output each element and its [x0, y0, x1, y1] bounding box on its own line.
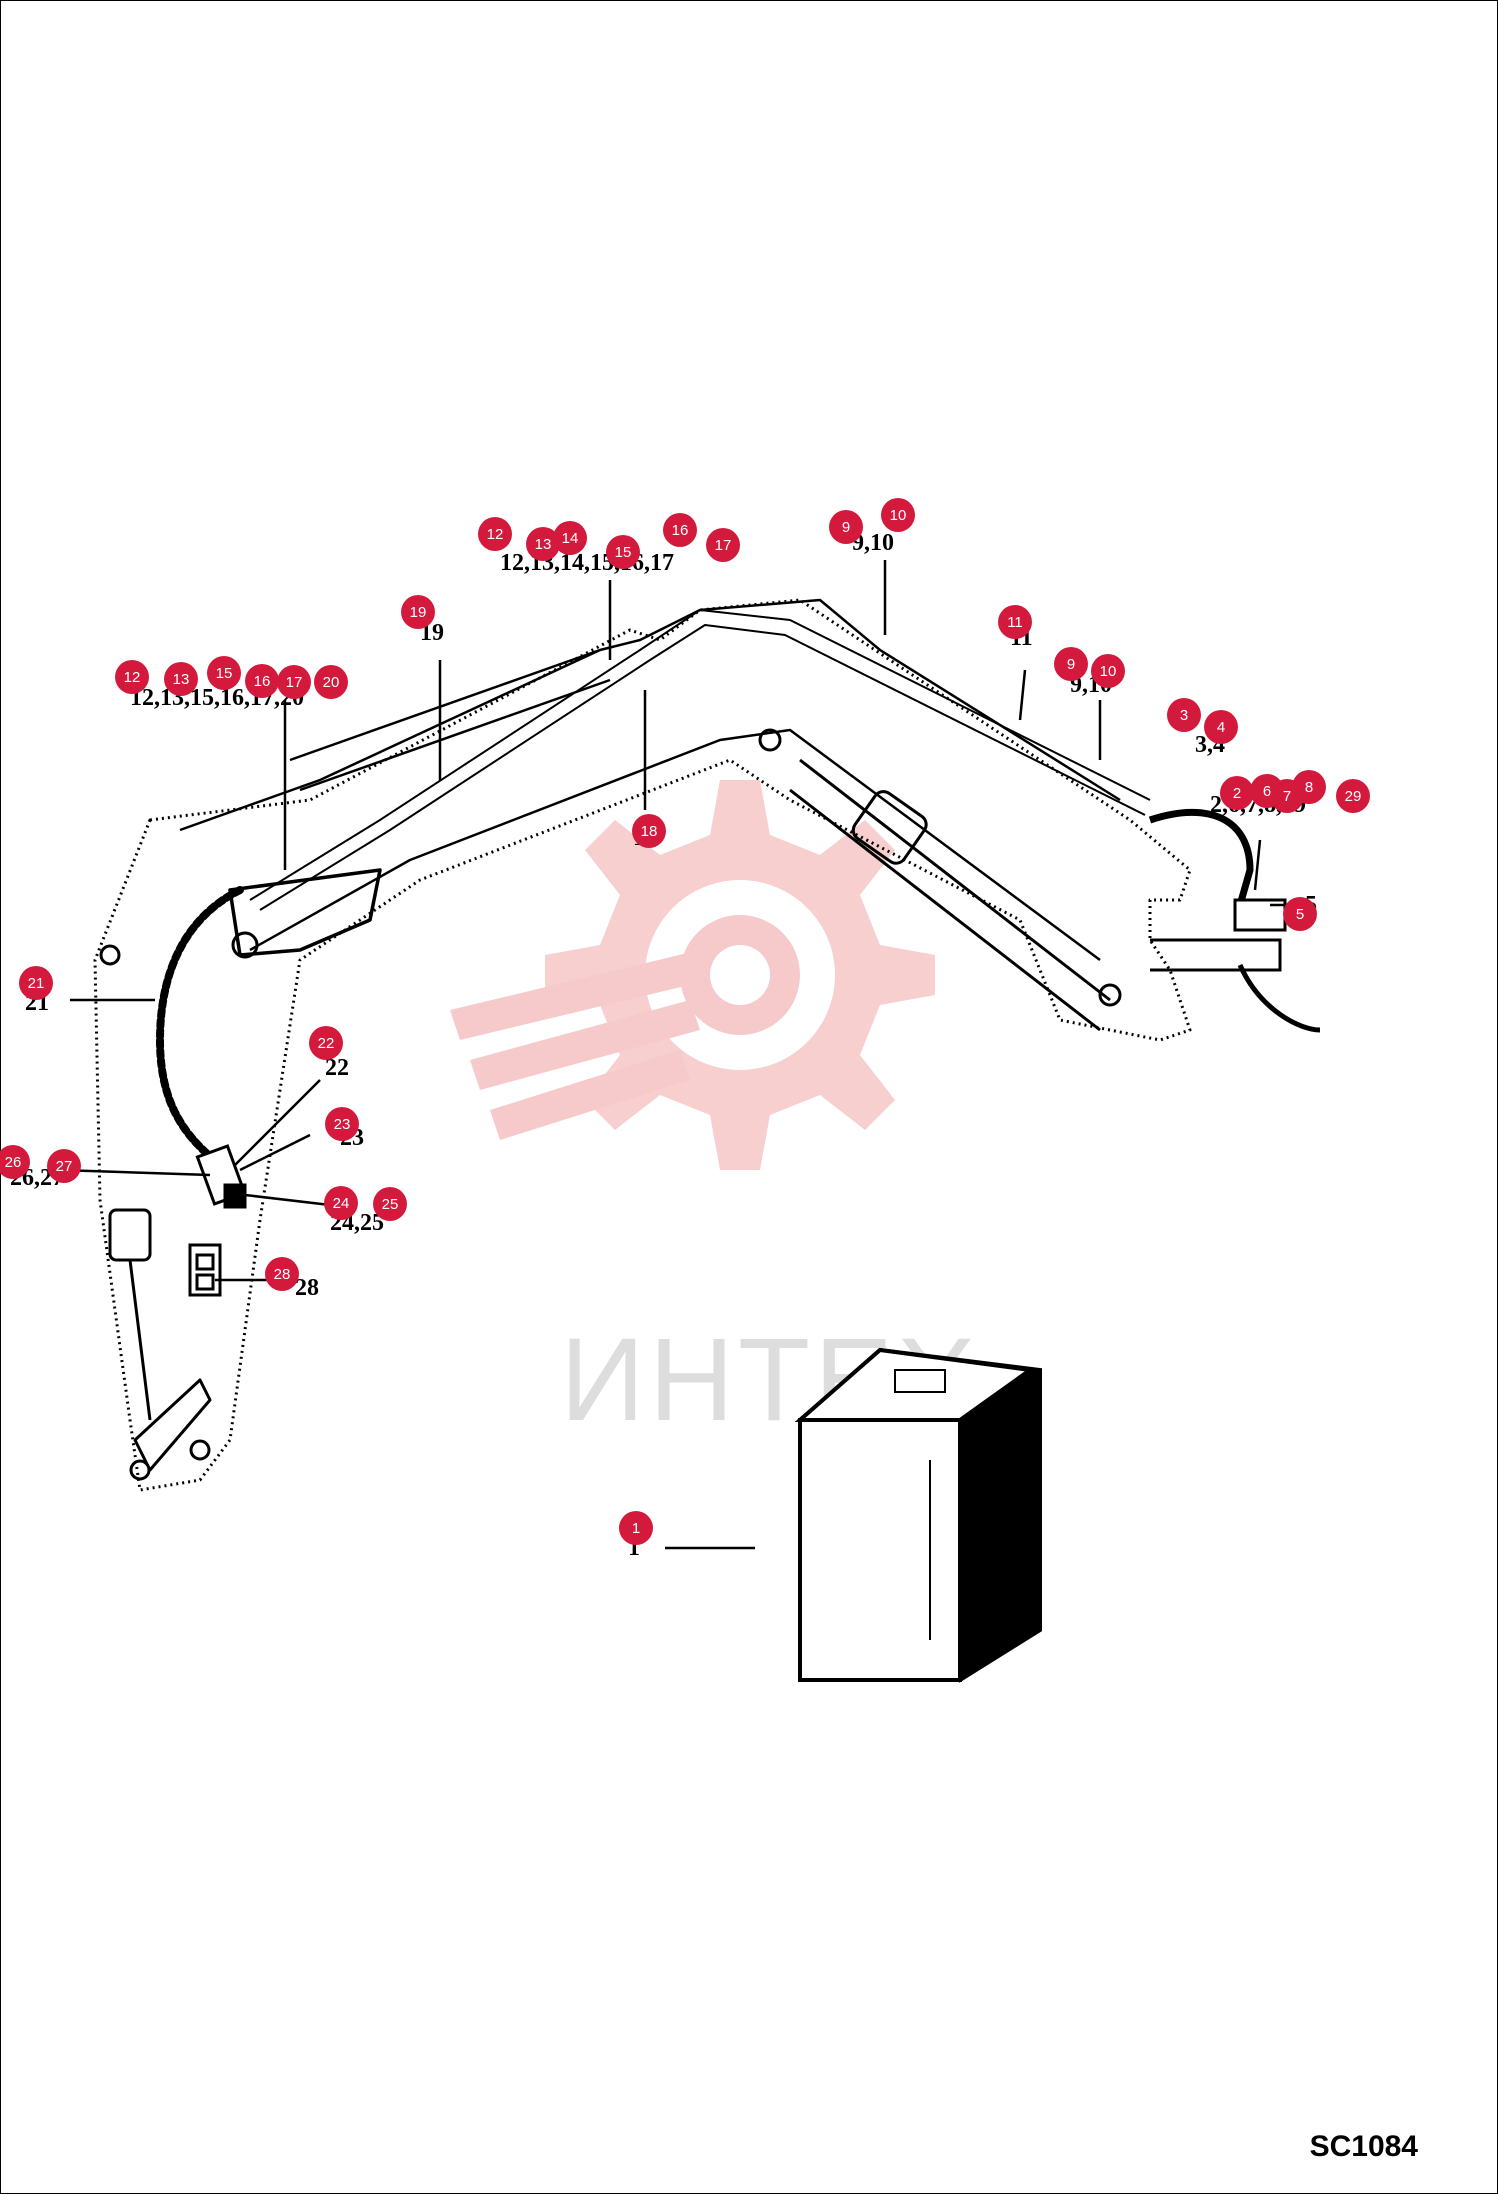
callout-14-a[interactable]: 14 — [553, 521, 587, 555]
callout-29[interactable]: 29 — [1336, 779, 1370, 813]
svg-text:25: 25 — [382, 1196, 399, 1213]
svg-text:4: 4 — [1217, 719, 1225, 736]
small-decal — [188, 1243, 222, 1297]
callout-8[interactable]: 8 — [1292, 770, 1326, 804]
svg-text:19: 19 — [410, 604, 427, 621]
svg-text:12: 12 — [124, 669, 141, 686]
boom-plate — [228, 868, 382, 957]
svg-text:15: 15 — [216, 665, 233, 682]
callout-3[interactable]: 3 — [1167, 698, 1201, 732]
svg-text:13: 13 — [535, 536, 552, 553]
svg-text:17: 17 — [715, 537, 732, 554]
svg-text:3: 3 — [1180, 707, 1188, 724]
svg-text:8: 8 — [1305, 779, 1313, 796]
callout-12-a[interactable]: 12 — [478, 517, 512, 551]
svg-text:1: 1 — [632, 1520, 640, 1537]
svg-text:27: 27 — [56, 1158, 73, 1175]
svg-text:5: 5 — [1296, 906, 1304, 923]
pivot-pin-1 — [231, 931, 259, 959]
lower-cylinder-barrel — [108, 1208, 152, 1262]
pivot-pin-3 — [1098, 983, 1122, 1007]
hose-line-upper — [249, 609, 1151, 901]
callout-27[interactable]: 27 — [47, 1149, 81, 1183]
svg-text:9: 9 — [842, 519, 850, 536]
watermark: ИНТЕХ — [450, 780, 976, 1446]
callout-22[interactable]: 22 — [309, 1026, 343, 1060]
callout-23[interactable]: 23 — [325, 1107, 359, 1141]
callout-28[interactable]: 28 — [265, 1257, 299, 1291]
callout-16-a[interactable]: 16 — [663, 513, 697, 547]
callout-4[interactable]: 4 — [1204, 710, 1238, 744]
lower-cylinder-rod — [128, 1259, 152, 1421]
svg-text:14: 14 — [562, 530, 579, 547]
pivot-pin-6 — [189, 1439, 211, 1461]
svg-text:13: 13 — [173, 671, 190, 688]
svg-text:7: 7 — [1283, 788, 1291, 805]
callout-10-a[interactable]: 10 — [881, 498, 915, 532]
svg-text:20: 20 — [323, 674, 340, 691]
svg-text:18: 18 — [641, 823, 658, 840]
boom-arm-drawing — [93, 598, 1192, 1492]
printed-label-12-20: 12,13,15,16,17,20 — [130, 685, 304, 711]
callout-15-b[interactable]: 15 — [207, 656, 241, 690]
printed-label-28: 28 — [295, 1275, 319, 1301]
boom-cylinder-rod — [789, 758, 1111, 1032]
printed-label-12-17: 12,13,14,15,16,17 — [500, 550, 674, 576]
svg-text:15: 15 — [615, 544, 632, 561]
arm-cylinder — [289, 648, 611, 792]
callouts: 12 13 14 15 16 17 9 10 19 12 13 15 16 17… — [0, 498, 1370, 1545]
callout-1[interactable]: 1 — [619, 1511, 653, 1545]
callout-13-b[interactable]: 13 — [164, 662, 198, 696]
callout-13-a[interactable]: 13 — [526, 527, 560, 561]
watermark-gear-icon — [450, 780, 935, 1170]
callout-10-b[interactable]: 10 — [1091, 654, 1125, 688]
callout-19[interactable]: 19 — [401, 595, 435, 629]
svg-text:17: 17 — [286, 674, 303, 691]
svg-text:10: 10 — [890, 507, 907, 524]
boom-lower-line — [249, 728, 1101, 962]
svg-text:24: 24 — [333, 1195, 350, 1212]
callout-20[interactable]: 20 — [314, 665, 348, 699]
svg-text:6: 6 — [1263, 783, 1271, 800]
pivot-pin-4 — [99, 944, 121, 966]
callout-17-b[interactable]: 17 — [277, 665, 311, 699]
coiled-hose — [155, 886, 244, 1169]
svg-text:16: 16 — [672, 522, 689, 539]
hose-line-lower — [259, 624, 1146, 911]
callout-12-b[interactable]: 12 — [115, 660, 149, 694]
callout-17-a[interactable]: 17 — [706, 528, 740, 562]
lower-link — [133, 1378, 212, 1472]
svg-text:22: 22 — [318, 1035, 335, 1052]
svg-text:16: 16 — [254, 673, 271, 690]
svg-text:29: 29 — [1345, 788, 1362, 805]
valve-block — [195, 1144, 247, 1209]
svg-text:12: 12 — [487, 526, 504, 543]
callout-11[interactable]: 11 — [998, 605, 1032, 639]
callout-21[interactable]: 21 — [19, 966, 53, 1000]
callout-26[interactable]: 26 — [0, 1145, 30, 1179]
callout-5[interactable]: 5 — [1283, 897, 1317, 931]
svg-text:21: 21 — [28, 975, 45, 992]
battery-box — [794, 1347, 1042, 1683]
callout-24[interactable]: 24 — [324, 1186, 358, 1220]
callout-9-b[interactable]: 9 — [1054, 647, 1088, 681]
pivot-pin-2 — [758, 728, 782, 752]
drawing-code: SC1084 — [1309, 2130, 1418, 2163]
callout-15-a[interactable]: 15 — [606, 535, 640, 569]
svg-text:9: 9 — [1067, 656, 1075, 673]
callout-2[interactable]: 2 — [1220, 776, 1254, 810]
svg-text:26: 26 — [5, 1154, 22, 1171]
svg-text:28: 28 — [274, 1266, 291, 1283]
boom-upper-line — [179, 598, 1121, 832]
callout-16-b[interactable]: 16 — [245, 664, 279, 698]
svg-text:2: 2 — [1233, 785, 1241, 802]
svg-text:23: 23 — [334, 1116, 351, 1133]
svg-text:11: 11 — [1007, 614, 1023, 631]
callout-18[interactable]: 18 — [632, 814, 666, 848]
svg-text:10: 10 — [1100, 663, 1117, 680]
callout-9-a[interactable]: 9 — [829, 510, 863, 544]
callout-25[interactable]: 25 — [373, 1187, 407, 1221]
